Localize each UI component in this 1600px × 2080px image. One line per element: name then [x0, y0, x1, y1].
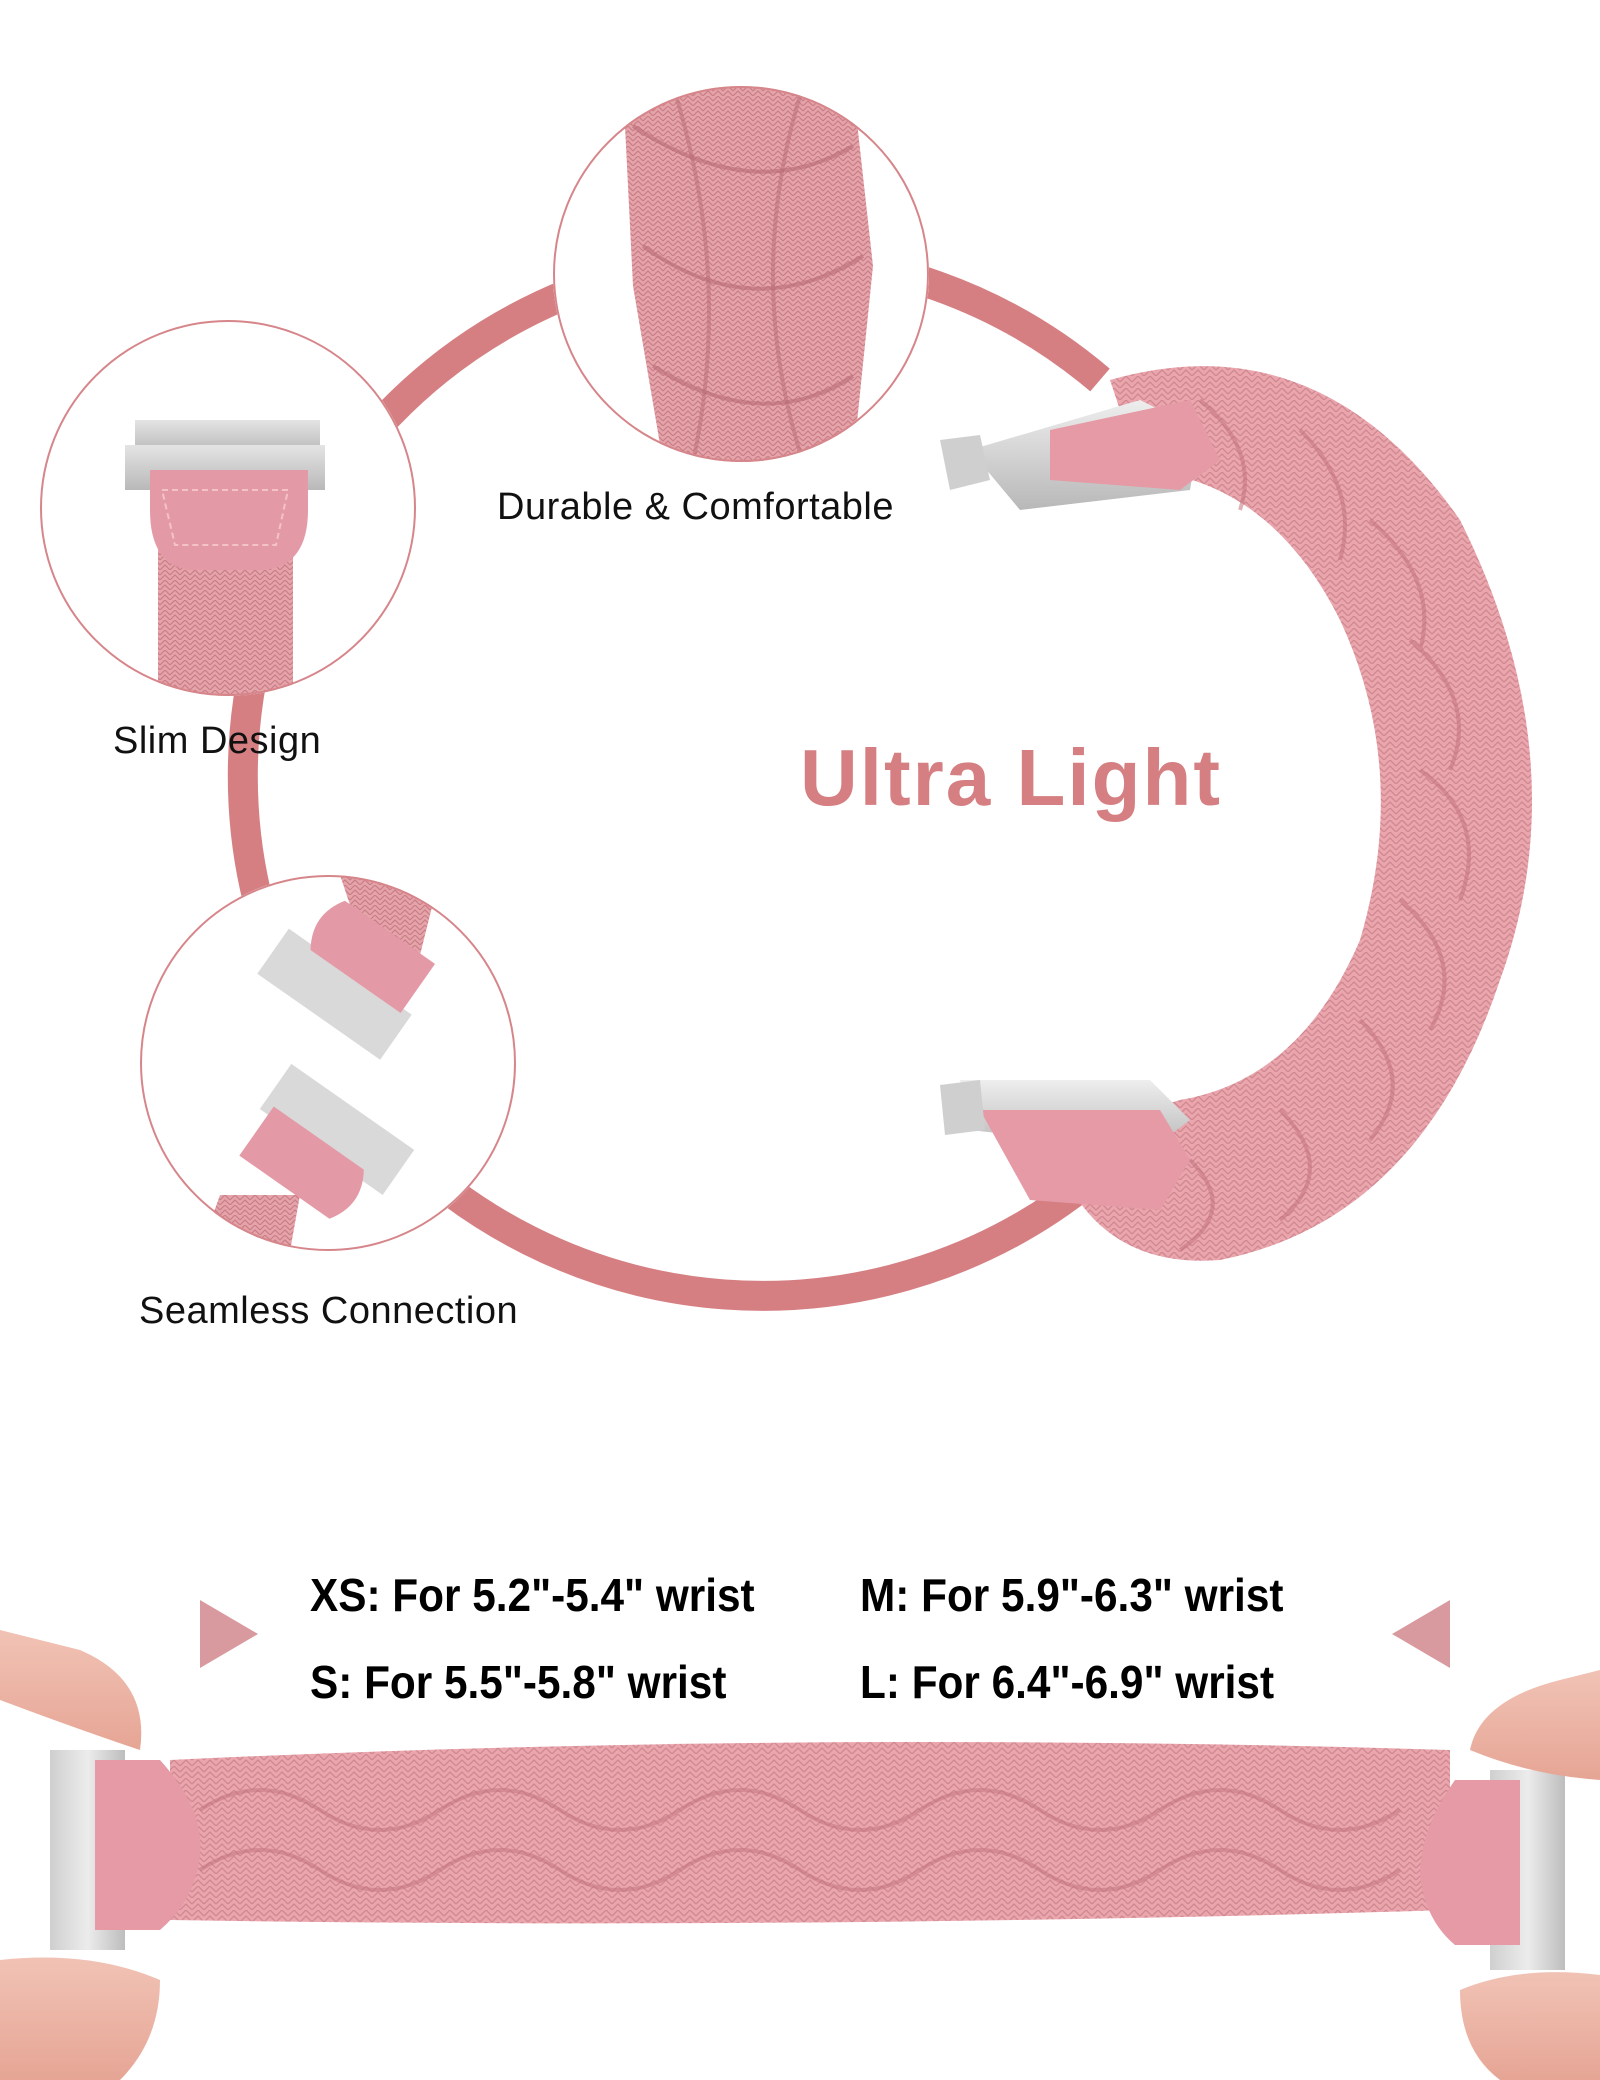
feature-label-slim: Slim Design	[113, 720, 322, 762]
size-s: S: For 5.5"-5.8" wrist	[310, 1656, 727, 1708]
lug-closeup-icon	[40, 320, 416, 696]
size-m: M: For 5.9"-6.3" wrist	[860, 1569, 1284, 1621]
braided-band-image	[940, 366, 1532, 1261]
headline-ultra-light: Ultra Light	[800, 733, 1222, 822]
lug-closeup-image	[40, 320, 416, 696]
braid-closeup-icon	[553, 86, 929, 462]
stretched-band-image	[0, 1630, 1600, 2080]
feature-label-seamless: Seamless Connection	[139, 1290, 519, 1332]
connector-closeup-icon	[140, 875, 516, 1251]
braid-closeup-image	[553, 86, 929, 462]
size-l: L: For 6.4"-6.9" wrist	[860, 1656, 1275, 1708]
connector-closeup-image	[140, 875, 516, 1251]
feature-label-durable: Durable & Comfortable	[497, 486, 895, 528]
triangle-left-icon	[1392, 1600, 1450, 1668]
size-xs: XS: For 5.2"-5.4" wrist	[310, 1569, 755, 1621]
triangle-right-icon	[200, 1600, 258, 1668]
